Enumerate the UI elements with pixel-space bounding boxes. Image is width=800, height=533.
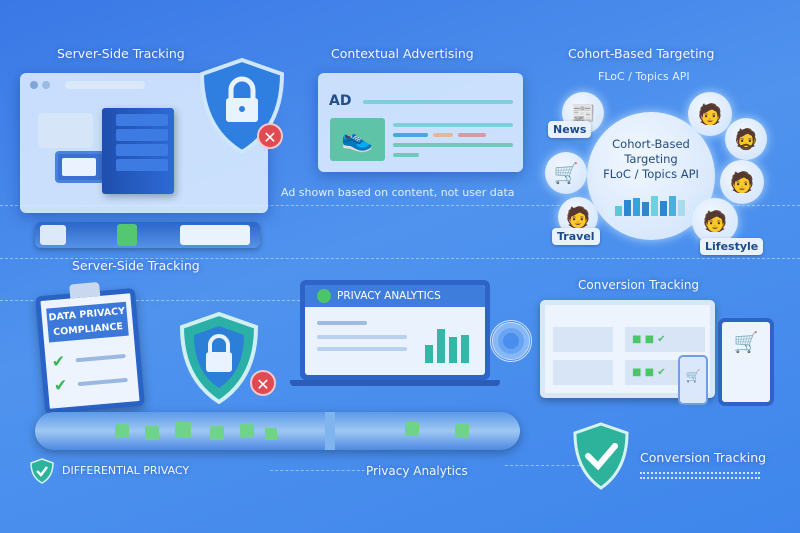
hub-line-3: FLoC / Topics API — [603, 167, 699, 181]
analytics-laptop: PRIVACY ANALYTICS — [300, 280, 490, 380]
sneaker-image: 👟 — [330, 118, 385, 161]
shield-check-icon — [573, 422, 629, 490]
network-line — [0, 258, 800, 259]
privacy-analytics-caption: Privacy Analytics — [366, 464, 468, 478]
server-side-title: Server-Side Tracking — [57, 46, 185, 61]
shield-lock-icon — [179, 312, 259, 404]
analytics-header: PRIVACY ANALYTICS — [337, 290, 441, 302]
phone-icon: 🛒 — [718, 318, 774, 406]
bar-chart-icon — [425, 329, 469, 363]
network-line — [270, 470, 365, 471]
cohort-hub-text: Cohort-Based Targeting FLoC / Topics API — [587, 137, 715, 182]
check-icon: ✔ — [53, 375, 69, 396]
server-rack-icon — [102, 108, 174, 194]
cohort-title: Cohort-Based Targeting — [568, 46, 715, 61]
network-line — [0, 300, 300, 301]
data-tube — [35, 412, 520, 450]
ad-card: AD 👟 — [318, 73, 523, 172]
data-pipe — [35, 222, 260, 248]
tag-news: News — [548, 121, 592, 138]
person-avatar: 🧔 — [725, 118, 767, 160]
tag-travel: Travel — [552, 228, 600, 245]
contextual-caption: Ad shown based on content, not user data — [281, 186, 515, 199]
blocked-x-icon: ✕ — [250, 370, 276, 396]
device-card — [55, 151, 107, 183]
differential-privacy-label: DIFFERENTIAL PRIVACY — [62, 464, 190, 477]
network-line — [505, 465, 580, 466]
shield-check-icon — [30, 458, 54, 484]
check-icon: ✔ — [50, 351, 66, 372]
hub-line-1: Cohort-Based — [612, 137, 690, 151]
cart-icon: 🛒 — [545, 152, 587, 194]
cohort-bars-icon — [615, 196, 685, 216]
network-line — [0, 205, 800, 206]
server-side-caption: Server-Side Tracking — [72, 258, 200, 273]
blocked-x-icon: ✕ — [257, 123, 283, 149]
person-avatar: 🧑 — [720, 160, 764, 204]
conversion-title: Conversion Tracking — [578, 278, 700, 292]
chain-icon — [640, 472, 760, 479]
tag-lifestyle: Lifestyle — [700, 238, 764, 255]
compliance-clipboard: DATA PRIVACY COMPLIANCE ✔ ✔ — [35, 281, 145, 415]
person-avatar: 🧑 — [688, 92, 732, 136]
person-avatar: 🧑 — [692, 198, 738, 244]
small-phone-icon: 🛒 — [678, 355, 708, 405]
conversion-caption: Conversion Tracking — [640, 450, 767, 465]
cohort-subtitle: FLoC / Topics API — [598, 70, 690, 83]
hub-line-2: Targeting — [624, 152, 678, 166]
ad-label: AD — [329, 93, 352, 109]
fingerprint-icon — [490, 320, 532, 362]
lock-icon — [317, 289, 331, 303]
contextual-title: Contextual Advertising — [331, 46, 474, 61]
